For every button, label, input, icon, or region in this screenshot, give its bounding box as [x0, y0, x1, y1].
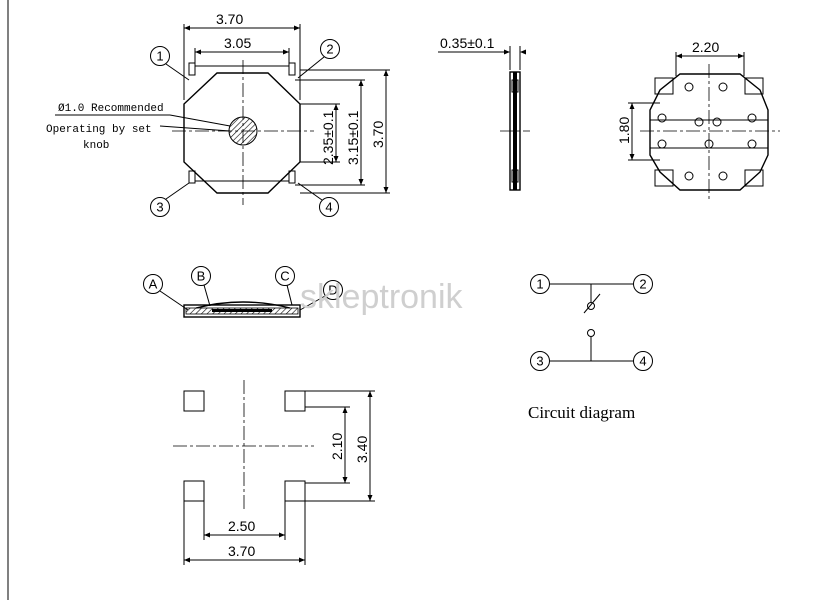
circuit-caption: Circuit diagram: [528, 403, 635, 422]
dim-height-c: 3.70: [370, 121, 386, 148]
bottom-view: 2.20 1.80: [616, 39, 780, 200]
lead-tab-1: [188, 62, 196, 76]
circuit-pin-3: 3: [530, 351, 550, 371]
svg-text:2: 2: [639, 277, 646, 292]
dim-height-a: 2.35±0.1: [320, 110, 336, 165]
bottom-holes: [657, 82, 757, 181]
actuator-knob: [228, 116, 258, 146]
dim-bottom-height: 1.80: [616, 117, 632, 144]
svg-text:4: 4: [639, 354, 646, 369]
layer-body: [183, 304, 301, 318]
dim-footprint-outer-width: 3.70: [228, 543, 255, 559]
layer-callout-a: A: [143, 274, 189, 311]
lead-tab-3: [188, 170, 196, 184]
circuit-pin-1: 1: [530, 274, 550, 294]
bottom-pad-bl: [654, 169, 674, 187]
bottom-pad-tl: [654, 77, 674, 95]
note-operating-line1: Operating by set: [46, 124, 152, 136]
bottom-body-outline: [649, 73, 769, 191]
dim-height-b: 3.15±0.1: [345, 110, 361, 165]
svg-text:3: 3: [536, 354, 543, 369]
note-operating-line2: knob: [83, 140, 109, 152]
pin-callout-4: 4: [297, 182, 339, 217]
svg-text:C: C: [280, 269, 289, 284]
svg-text:1: 1: [156, 49, 163, 64]
lead-tab-4: [288, 170, 296, 184]
circuit-pin-2: 2: [633, 274, 653, 294]
svg-text:B: B: [197, 269, 206, 284]
switch-lever: [583, 293, 601, 314]
switch-body-outline: [183, 72, 301, 194]
lead-tab-2: [288, 62, 296, 76]
footprint-pad-3: [183, 480, 205, 502]
layer-callout-b: B: [191, 266, 211, 307]
circuit-diagram: 1 2 3 4 Circuit diagram: [528, 274, 653, 422]
pin-callout-1: 1: [150, 46, 190, 81]
layer-callout-d: D: [299, 280, 343, 311]
svg-text:4: 4: [325, 200, 332, 215]
footprint-pad-1: [183, 390, 205, 412]
switch-contact-bottom: [587, 329, 595, 337]
svg-text:3: 3: [156, 200, 163, 215]
dim-footprint-inner-width: 2.50: [228, 518, 255, 534]
dim-width-outer: 3.70: [216, 11, 243, 27]
footprint: 2.10 3.40 2.50 3.70: [173, 380, 375, 565]
layer-callout-c: C: [275, 266, 295, 306]
switch-contact-top: [587, 302, 595, 310]
note-diameter: Ø1.0 Recommended: [58, 103, 164, 115]
dim-thickness: 0.35±0.1: [440, 35, 495, 51]
dim-bottom-width: 2.20: [692, 39, 719, 55]
circuit-pin-4: 4: [633, 351, 653, 371]
layer-dome: [195, 301, 291, 309]
bottom-pad-tr: [744, 77, 764, 95]
watermark: skleptronik: [300, 278, 464, 316]
footprint-pad-2: [284, 390, 306, 412]
dim-width-inner: 3.05: [224, 35, 251, 51]
svg-text:D: D: [328, 283, 337, 298]
bottom-pad-br: [744, 169, 764, 187]
footprint-pad-4: [284, 480, 306, 502]
dim-footprint-outer-height: 3.40: [354, 436, 370, 463]
layer-view: A B C D: [143, 266, 343, 318]
pin-callout-3: 3: [150, 182, 190, 217]
dim-footprint-inner-height: 2.10: [329, 433, 345, 460]
pin-callout-2: 2: [297, 39, 340, 79]
svg-text:1: 1: [536, 277, 543, 292]
side-view: 0.35±0.1: [438, 35, 530, 191]
svg-text:2: 2: [326, 42, 333, 57]
top-view: 3.70 3.05 2.35±0.1 3.15±0.1 3.70 Ø1.0 Re…: [46, 11, 390, 217]
svg-text:A: A: [149, 277, 158, 292]
